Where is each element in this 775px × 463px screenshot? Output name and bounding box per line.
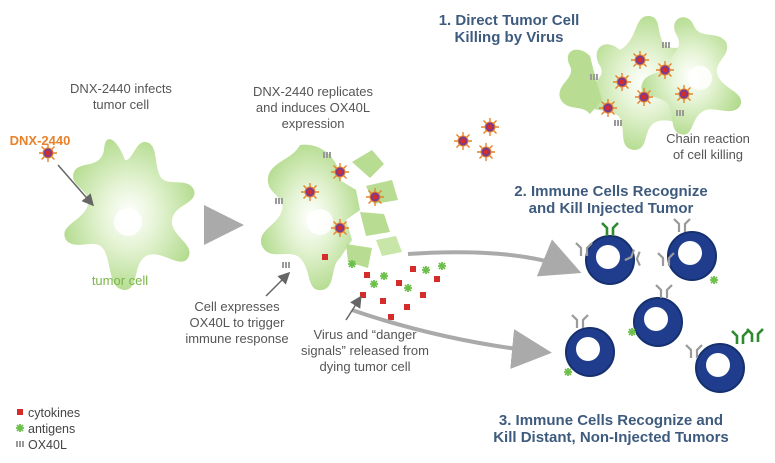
virus-label: DNX-2440 bbox=[9, 133, 71, 148]
immune-receptor bbox=[745, 327, 765, 344]
arrow-to-distant-tumor bbox=[351, 308, 552, 369]
legend-cytokine-marker bbox=[17, 409, 23, 415]
legend: cytokines antigens OX40L bbox=[12, 405, 80, 453]
virus-particle bbox=[655, 60, 675, 80]
immune-cell bbox=[684, 329, 750, 393]
ox40l-marker bbox=[275, 198, 283, 204]
legend-label-cytokines: cytokines bbox=[28, 406, 81, 420]
ox40l-note: Cell expresses OX40L to trigger immune r… bbox=[185, 299, 289, 346]
ox40l-marker bbox=[676, 110, 684, 116]
legend-item-cytokines: cytokines bbox=[12, 405, 80, 421]
chain-reaction-note: Chain reaction of cell killing bbox=[666, 131, 750, 162]
release-note: Virus and “danger signals” released from… bbox=[301, 327, 429, 374]
tumor-cell-2 bbox=[260, 144, 402, 291]
virus-particle bbox=[634, 87, 654, 107]
legend-item-ox40l: OX40L bbox=[12, 437, 80, 453]
released-danger-signals bbox=[322, 254, 447, 320]
virus-particle bbox=[674, 84, 694, 104]
tumor-cell-label: tumor cell bbox=[91, 273, 149, 288]
tumor-cell-1 bbox=[64, 139, 195, 290]
immune-cell bbox=[574, 221, 646, 285]
ox40l-marker bbox=[323, 152, 331, 158]
virus-particle bbox=[598, 98, 618, 118]
heading-distant-tumors: 3. Immune Cells Recognize and Kill Dista… bbox=[493, 412, 729, 446]
heading-direct-killing: 1. Direct Tumor Cell Killing by Virus bbox=[438, 12, 580, 46]
virus-particle bbox=[453, 131, 473, 151]
immune-cell bbox=[627, 283, 683, 347]
virus-particle bbox=[330, 218, 350, 238]
infected-cell-cluster bbox=[559, 16, 742, 150]
ox40l-marker bbox=[282, 262, 290, 268]
virus-particle bbox=[365, 187, 385, 207]
virus-particle bbox=[612, 72, 632, 92]
step2-caption: DNX-2440 replicates and induces OX40L ex… bbox=[253, 84, 373, 131]
legend-label-antigens: antigens bbox=[28, 422, 76, 436]
legend-label-ox40l: OX40L bbox=[28, 438, 67, 452]
heading-injected-tumor: 2. Immune Cells Recognize and Kill Injec… bbox=[514, 183, 708, 217]
immune-cell bbox=[656, 217, 719, 285]
arrow-to-injected-tumor bbox=[407, 239, 582, 277]
ox40l-marker bbox=[662, 42, 670, 48]
pointer-release bbox=[345, 295, 362, 321]
virus-particle bbox=[630, 50, 650, 70]
pointer-virus-to-cell bbox=[57, 164, 94, 207]
virus-particle bbox=[476, 142, 496, 162]
ox40l-marker bbox=[614, 120, 622, 126]
virus-particle bbox=[300, 182, 320, 202]
legend-item-antigens: antigens bbox=[12, 421, 80, 437]
virus-particle bbox=[480, 117, 500, 137]
step1-caption: DNX-2440 infects tumor cell bbox=[70, 81, 172, 112]
ox40l-marker bbox=[590, 74, 598, 80]
pointer-ox40l bbox=[265, 271, 291, 297]
virus-particle bbox=[330, 162, 350, 182]
immune-cell bbox=[563, 313, 615, 377]
